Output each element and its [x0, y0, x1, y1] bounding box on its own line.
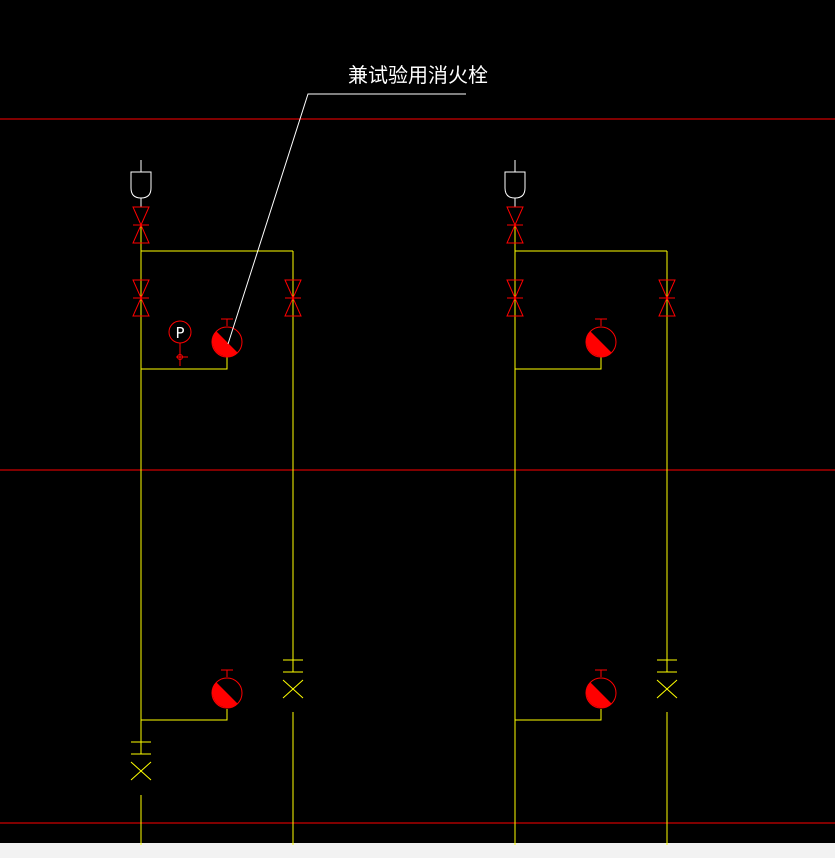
right-return-valve [658, 279, 676, 317]
right-riser-system [504, 160, 678, 845]
butterfly-valve-icon [656, 659, 678, 699]
left-riser-valve [132, 279, 150, 317]
right-pipes [514, 225, 668, 845]
right-hydrant-branch-upper [515, 357, 602, 370]
left-hydrant-branch-lower [141, 709, 228, 721]
right-hydrant-branch-lower [515, 709, 602, 721]
right-riser-valve [506, 279, 524, 317]
right-top-valve [506, 206, 524, 244]
right-vent-valve [504, 160, 526, 207]
fire-hydrant-icon [585, 669, 617, 709]
left-vent-valve [130, 160, 152, 207]
pressure-gauge-letter: P [175, 324, 184, 342]
floor-lines [0, 118, 835, 824]
left-top-valve [132, 206, 150, 244]
butterfly-valve-icon [282, 659, 304, 699]
annotation-leader-line [227, 93, 466, 345]
fire-hydrant-icon [211, 669, 243, 709]
left-riser-system: P [130, 160, 304, 845]
fire-hydrant-icon [211, 318, 243, 358]
pressure-gauge-icon: P [168, 320, 192, 366]
left-pipes [140, 225, 294, 845]
butterfly-valve-icon [130, 741, 152, 781]
annotation-text: 兼试验用消火栓 [348, 63, 488, 87]
left-hydrant-branch-upper [141, 357, 228, 370]
left-return-valve [284, 279, 302, 317]
fire-hydrant-icon [585, 318, 617, 358]
annotation: 兼试验用消火栓 [227, 63, 488, 345]
bottom-strip [0, 843, 835, 858]
